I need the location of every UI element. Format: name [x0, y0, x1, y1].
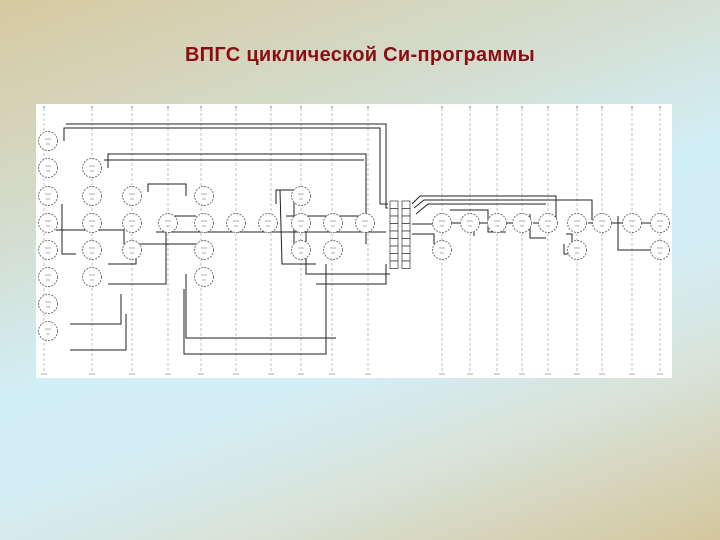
graph-node — [512, 213, 532, 233]
graph-node — [82, 186, 102, 206]
port-cell — [389, 215, 399, 224]
port-cell — [401, 230, 411, 239]
graph-node — [194, 213, 214, 233]
graph-node — [323, 240, 343, 260]
port-cell — [401, 238, 411, 247]
graph-node — [460, 213, 480, 233]
graph-node — [650, 213, 670, 233]
port-cell — [389, 245, 399, 254]
graph-node — [538, 213, 558, 233]
port-cell — [389, 253, 399, 262]
graph-node — [38, 321, 58, 341]
port-cell — [401, 208, 411, 217]
graph-node — [82, 158, 102, 178]
port-cell — [401, 215, 411, 224]
port-cell — [401, 223, 411, 232]
graph-node — [622, 213, 642, 233]
port-blocks — [389, 200, 411, 269]
graph-node — [432, 213, 452, 233]
graph-node — [487, 213, 507, 233]
graph-node — [567, 213, 587, 233]
port-cell — [389, 230, 399, 239]
graph-node — [194, 186, 214, 206]
port-cell — [389, 223, 399, 232]
graph-node — [38, 267, 58, 287]
graph-node — [38, 294, 58, 314]
graph-node — [38, 186, 58, 206]
graph-node — [82, 213, 102, 233]
port-cell — [401, 200, 411, 209]
port-cell — [389, 208, 399, 217]
graph-node — [194, 267, 214, 287]
graph-node — [323, 213, 343, 233]
connection-lines — [56, 123, 653, 355]
graph-node — [291, 186, 311, 206]
graph-node — [122, 213, 142, 233]
graph-node — [355, 213, 375, 233]
graph-node — [291, 240, 311, 260]
vertical-guide-lines — [41, 106, 663, 375]
graph-node — [38, 213, 58, 233]
flow-graph-diagram — [36, 104, 672, 378]
graph-node — [122, 186, 142, 206]
graph-nodes — [38, 131, 670, 341]
graph-node — [258, 213, 278, 233]
port-cell — [401, 253, 411, 262]
graph-node — [592, 213, 612, 233]
graph-node — [82, 267, 102, 287]
port-cell — [401, 260, 411, 269]
graph-node — [38, 240, 58, 260]
graph-node — [158, 213, 178, 233]
graph-node — [38, 158, 58, 178]
port-cell — [389, 200, 399, 209]
graph-node — [82, 240, 102, 260]
graph-node — [567, 240, 587, 260]
graph-node — [38, 131, 58, 151]
graph-node — [194, 240, 214, 260]
graph-canvas — [38, 106, 670, 375]
graph-node — [226, 213, 246, 233]
graph-node — [432, 240, 452, 260]
graph-node — [650, 240, 670, 260]
port-cell — [389, 260, 399, 269]
port-cell — [401, 245, 411, 254]
slide-title: ВПГС циклической Си-программы — [184, 44, 536, 66]
port-cell — [389, 238, 399, 247]
graph-node — [122, 240, 142, 260]
graph-node — [291, 213, 311, 233]
